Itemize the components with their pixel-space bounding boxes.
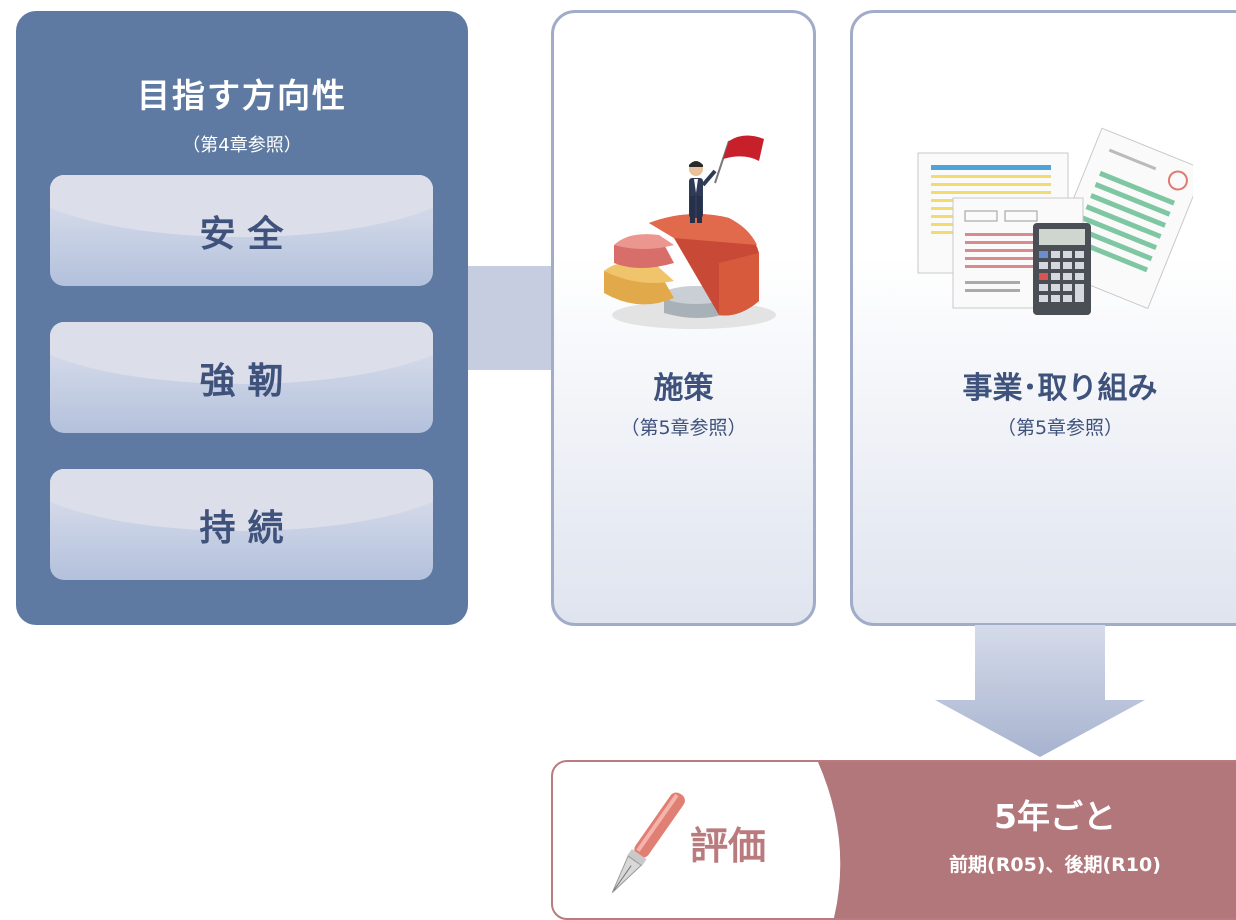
- measures-reference: （第5章参照）: [620, 417, 747, 439]
- fountain-pen-icon: [611, 792, 685, 893]
- projects-card: 事業･取り組み （第5章参照）: [850, 10, 1236, 626]
- evaluation-period: 5年ごと: [994, 797, 1116, 836]
- projects-reference: （第5章参照）: [996, 417, 1124, 439]
- direction-item-sustainability: 持続: [50, 469, 433, 580]
- documents-calculator-icon: [917, 127, 1193, 315]
- measures-title: 施策: [653, 371, 714, 406]
- evaluation-label: 評価: [690, 824, 767, 868]
- down-arrow-icon: [935, 625, 1145, 757]
- direction-title: 目指す方向性: [137, 76, 347, 115]
- evaluation-period-background: [818, 762, 1236, 918]
- direction-item-safety: 安全: [50, 175, 433, 286]
- measures-card: 施策 （第5章参照）: [551, 10, 816, 626]
- connector-band: [468, 266, 552, 370]
- direction-reference: （第4章参照）: [182, 135, 302, 156]
- direction-item-label: 持続: [199, 507, 296, 549]
- direction-item-resilience: 強靭: [50, 322, 433, 433]
- direction-item-label: 強靭: [199, 360, 296, 402]
- pie-chart-flag-icon: [604, 135, 776, 329]
- evaluation-bar: [551, 760, 1236, 920]
- direction-panel: 目指す方向性 （第4章参照） 安全 強靭 持続: [16, 11, 468, 625]
- projects-title: 事業･取り組み: [962, 371, 1158, 406]
- direction-item-label: 安全: [199, 213, 296, 255]
- evaluation-detail: 前期(R05)、後期(R10): [949, 854, 1161, 876]
